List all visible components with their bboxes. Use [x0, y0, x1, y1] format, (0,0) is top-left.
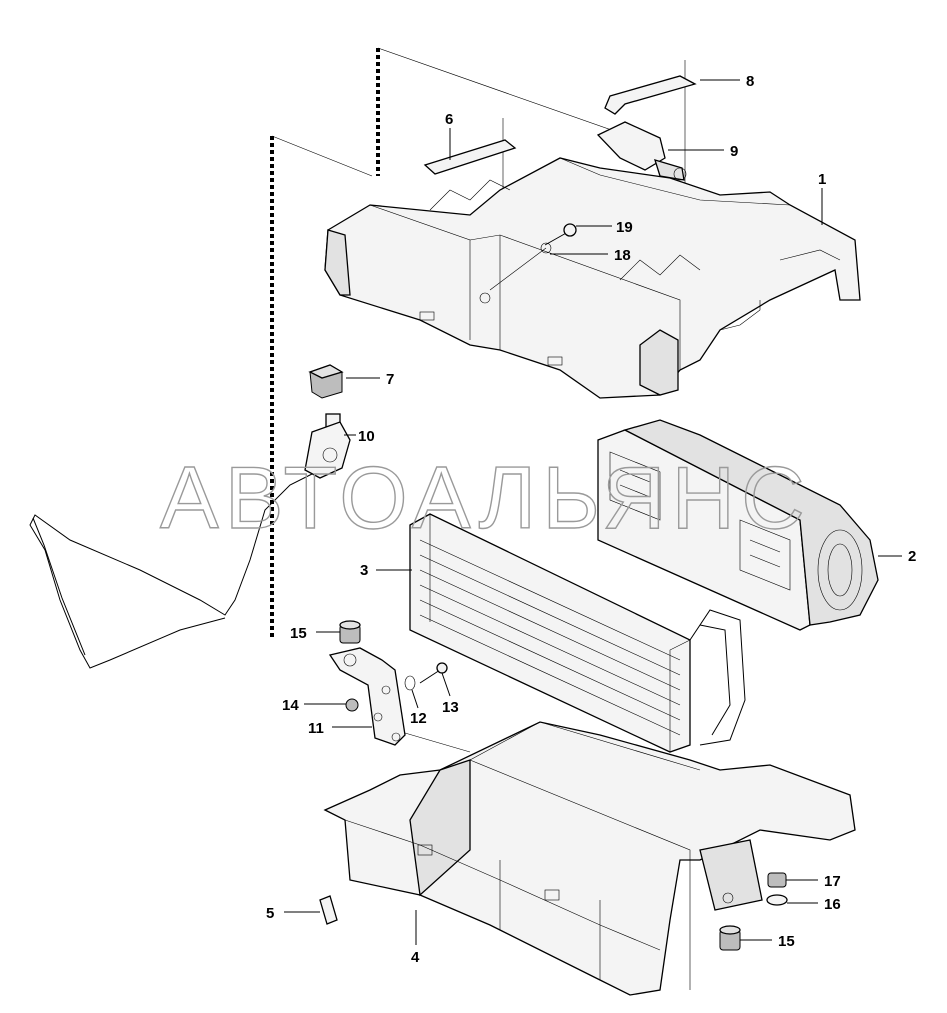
washer-part-16 — [766, 894, 788, 906]
nut-part-17 — [767, 872, 787, 888]
callout-15-lower: 15 — [778, 933, 795, 950]
callout-11: 11 — [308, 720, 324, 737]
callout-labels: 1 2 3 4 5 6 7 8 9 10 11 12 13 14 15 15 1… — [266, 73, 916, 966]
leader-lines — [284, 79, 902, 945]
callout-8: 8 — [746, 73, 754, 90]
blower-part-2 — [597, 419, 879, 631]
washer-part-18 — [489, 242, 552, 291]
clip-part-5 — [319, 895, 338, 925]
valve-part-9 — [596, 121, 687, 181]
callout-6: 6 — [445, 111, 453, 128]
lower-housing-part-4 — [323, 721, 856, 996]
callout-18: 18 — [614, 247, 631, 264]
upper-housing-part-1 — [324, 157, 861, 399]
callout-12: 12 — [410, 710, 427, 727]
lever-part-8 — [604, 75, 697, 115]
bracket-part-6 — [423, 139, 517, 175]
callout-1: 1 — [818, 171, 826, 188]
callout-3: 3 — [360, 562, 368, 579]
alignment-guides — [270, 47, 686, 753]
watermark-text: АВТОАЛЬЯНС — [160, 448, 811, 547]
callout-2: 2 — [908, 548, 916, 565]
control-mechanism-part-10 — [29, 413, 351, 669]
callout-19: 19 — [616, 219, 633, 236]
callout-16: 16 — [824, 896, 841, 913]
nut-part-15-lower — [719, 925, 741, 951]
callout-10: 10 — [358, 428, 375, 445]
nut-part-14 — [345, 698, 359, 712]
callout-5: 5 — [266, 905, 274, 922]
callout-13: 13 — [442, 699, 459, 716]
callout-7: 7 — [386, 371, 394, 388]
callout-9: 9 — [730, 143, 738, 160]
callout-14: 14 — [282, 697, 299, 714]
knob-part-7 — [308, 364, 344, 399]
callout-17: 17 — [824, 873, 841, 890]
callout-4: 4 — [411, 949, 420, 966]
mounting-bracket-part-11 — [328, 647, 406, 746]
screw-part-13 — [419, 662, 448, 684]
heater-core-part-3 — [409, 513, 746, 753]
nut-part-15-upper — [339, 620, 361, 644]
washer-part-12 — [404, 675, 416, 691]
callout-15-upper: 15 — [290, 625, 307, 642]
screw-part-19 — [544, 223, 577, 246]
